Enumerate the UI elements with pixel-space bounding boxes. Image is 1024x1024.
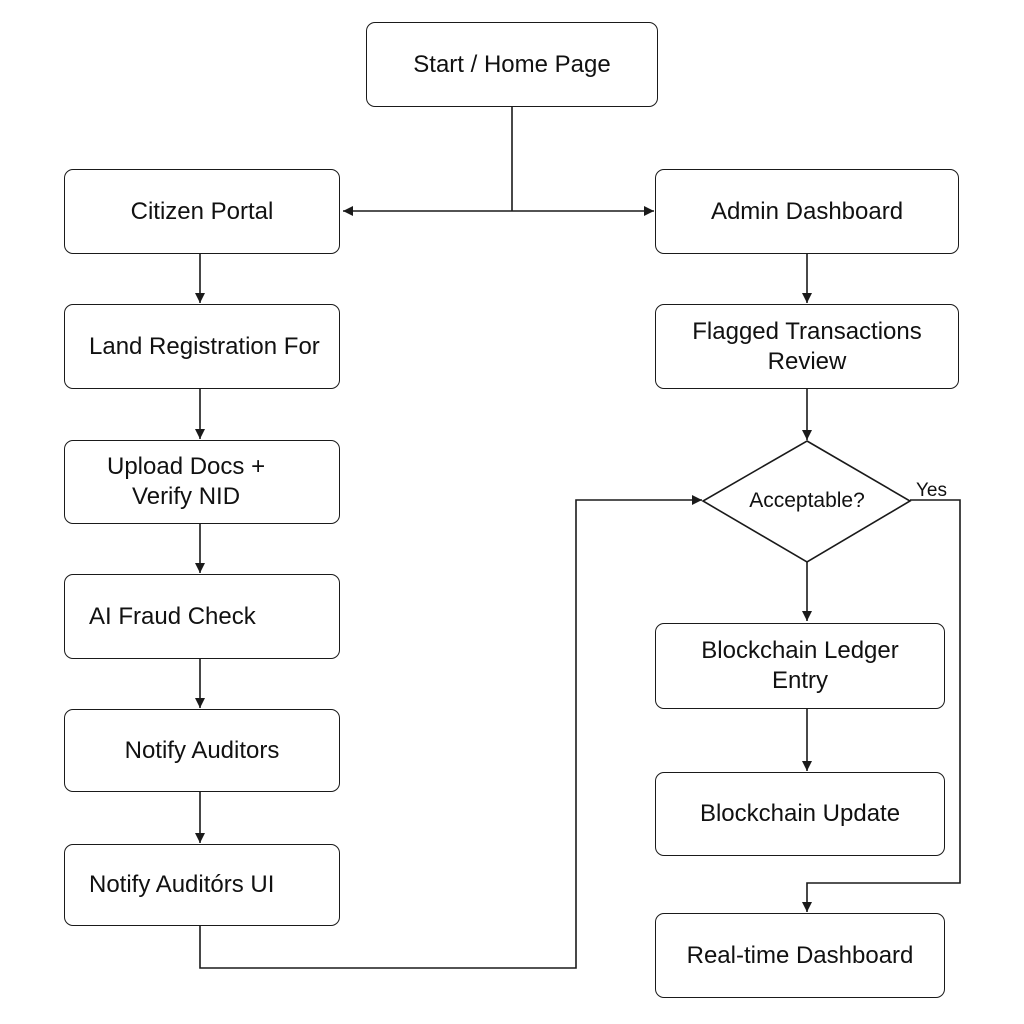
land-registration-node: Land Registration For <box>64 304 340 389</box>
upload-docs-node: Upload Docs + Verify NID <box>64 440 340 524</box>
blockchain-update-node: Blockchain Update <box>655 772 945 856</box>
ai-fraud-check-node: AI Fraud Check <box>64 574 340 659</box>
yes-branch-label: Yes <box>916 480 947 501</box>
flagged-transactions-review-node: Flagged Transactions Review <box>655 304 959 389</box>
connector-yes-to-realtime <box>802 499 961 912</box>
citizen-portal-node: Citizen Portal <box>64 169 340 254</box>
blockchain-ledger-entry-node: Blockchain Ledger Entry <box>655 623 945 709</box>
acceptable-decision-label: Acceptable? <box>749 489 865 512</box>
start-home-page-node: Start / Home Page <box>366 22 658 107</box>
notify-auditors-ui-node: Notify Auditórs UI <box>64 844 340 926</box>
admin-dashboard-node: Admin Dashboard <box>655 169 959 254</box>
decision-diamond <box>701 440 912 563</box>
notify-auditors-node: Notify Auditors <box>64 709 340 792</box>
connector-notify-ui-to-acceptable <box>199 495 702 969</box>
real-time-dashboard-node: Real-time Dashboard <box>655 913 945 998</box>
